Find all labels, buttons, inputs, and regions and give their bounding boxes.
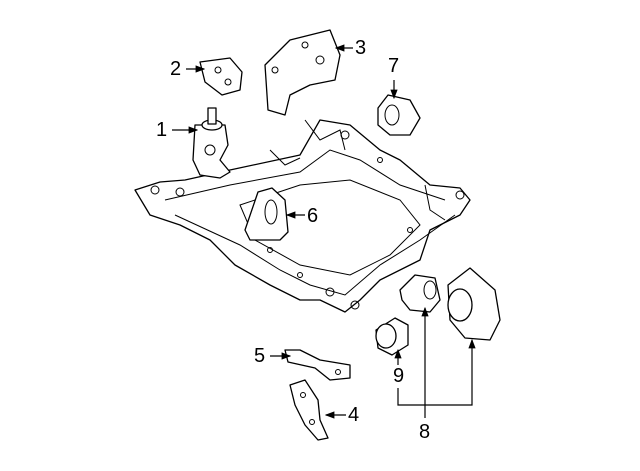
part-8-mount-a	[399, 274, 441, 313]
callout-7: 7	[388, 55, 400, 77]
part-2-bracket	[199, 57, 243, 96]
part-4-bracket	[289, 379, 329, 441]
part-1-engine-mount	[192, 107, 231, 179]
part-9-bushing	[375, 317, 409, 356]
callout-6: 6	[307, 205, 319, 227]
callout-5: 5	[254, 345, 266, 367]
part-8-mount-b	[447, 267, 501, 341]
callout-2: 2	[170, 58, 182, 80]
subframe	[134, 119, 471, 313]
callout-8: 8	[419, 421, 431, 443]
callout-1: 1	[156, 119, 168, 141]
leader-lines	[172, 44, 476, 419]
part-7-insulator	[377, 94, 421, 136]
part-3-bracket	[264, 29, 341, 116]
part-5-bracket	[284, 349, 351, 381]
callout-3: 3	[355, 37, 367, 59]
callout-9: 9	[393, 365, 405, 387]
callout-4: 4	[348, 404, 360, 426]
